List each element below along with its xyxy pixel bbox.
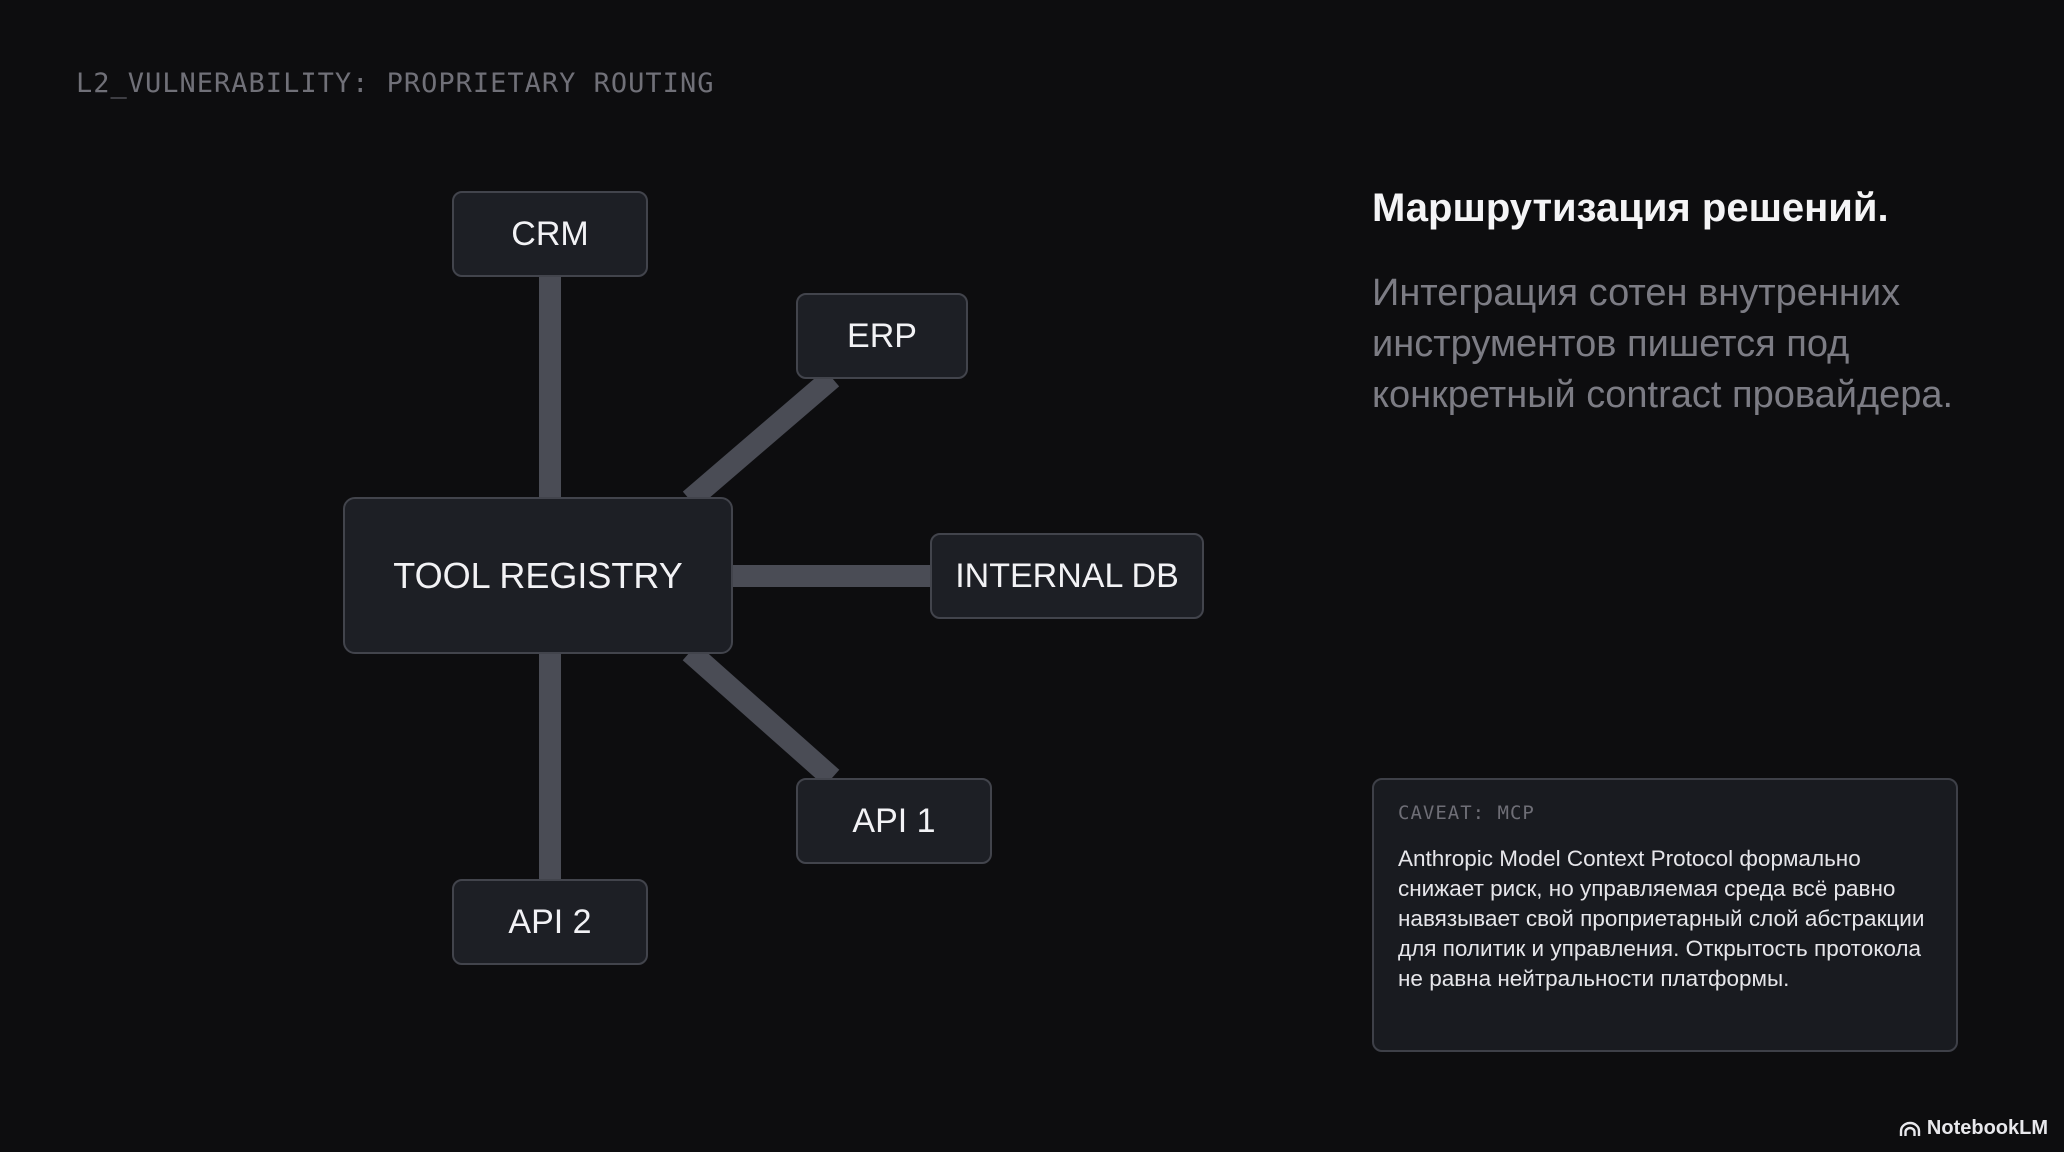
caveat-body: Anthropic Model Context Protocol формаль… [1398,846,1925,991]
caveat-title: CAVEAT: MCP [1398,802,1535,824]
node-crm: CRM [452,191,648,277]
slide-kicker: L2_VULNERABILITY: PROPRIETARY ROUTING [76,68,715,99]
caveat-box: CAVEAT: MCP Anthropic Model Context Prot… [1372,778,1958,1052]
logo-text: NotebookLM [1926,1117,2048,1139]
notebooklm-icon [1899,1121,1921,1136]
node-internal-db-label: INTERNAL DB [955,556,1179,595]
node-api1-label: API 1 [852,801,936,840]
node-erp: ERP [796,293,968,379]
node-tool-registry-label: TOOL REGISTRY [393,554,683,596]
slide-heading: Маршрутизация решений. [1372,186,1889,230]
connector-api1 [682,643,840,787]
node-internal-db: INTERNAL DB [930,533,1204,619]
connector-erp [682,369,840,509]
notebooklm-logo: NotebookLM [1899,1117,2048,1140]
node-api2-label: API 2 [508,902,592,941]
node-tool-registry: TOOL REGISTRY [343,497,733,654]
node-api1: API 1 [796,778,992,864]
slide-description: Интеграция сотен внутренних инструментов… [1372,272,1954,416]
node-erp-label: ERP [847,316,917,355]
node-api2: API 2 [452,879,648,965]
node-crm-label: CRM [511,214,589,253]
